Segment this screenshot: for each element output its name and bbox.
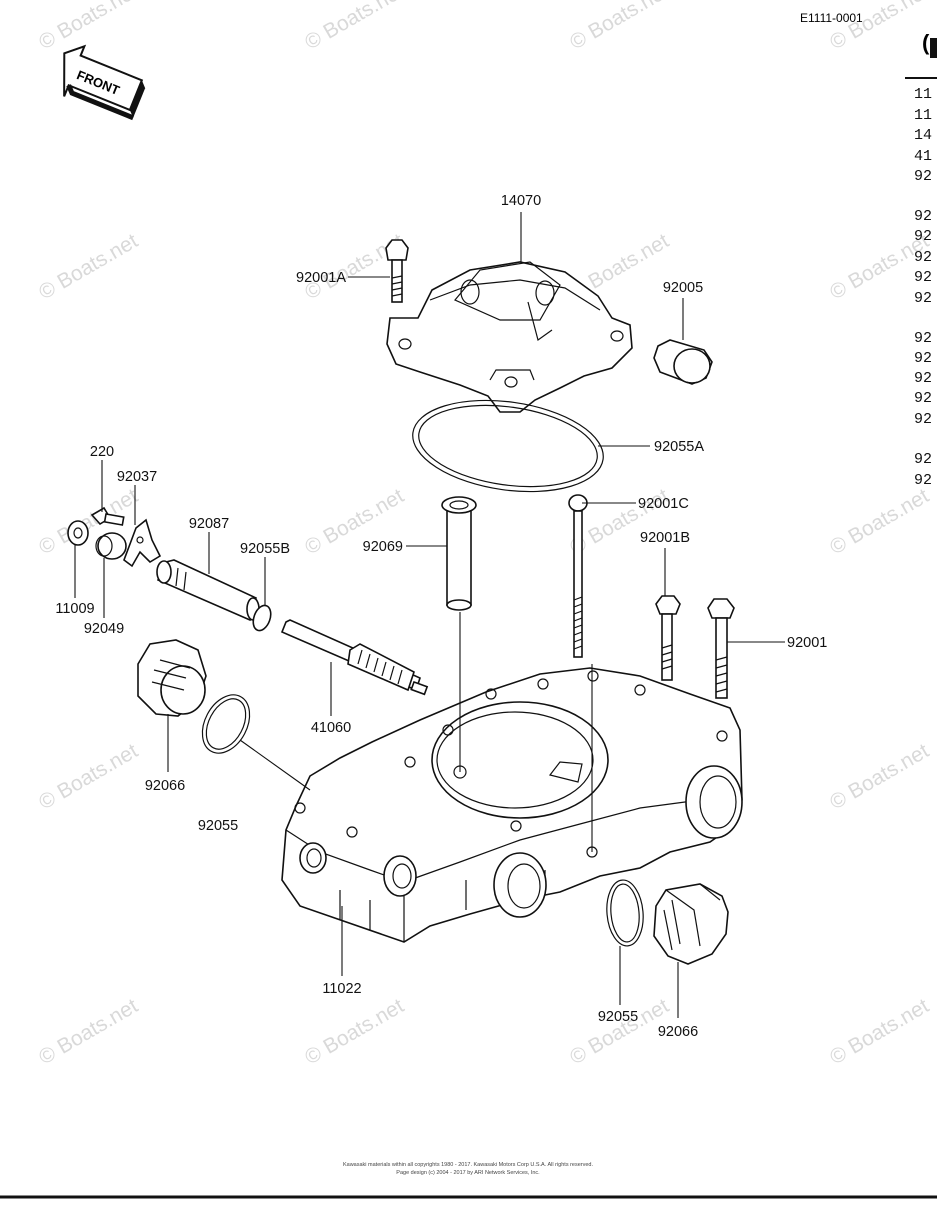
watermark: © Boats.net	[826, 0, 933, 54]
plug-92066-left	[137, 639, 207, 717]
side-column-entry: 92	[914, 249, 932, 266]
part-label-14070: 14070	[501, 193, 541, 209]
bolt-92001	[707, 598, 735, 699]
side-column-entry: 14	[914, 127, 932, 144]
bolt-92001B	[655, 595, 681, 681]
bolt-92001C	[568, 494, 588, 658]
sleeve-92087	[156, 559, 260, 622]
oring-92055-left	[201, 694, 251, 754]
cover-14070	[386, 261, 633, 413]
diagram-id: E1111-0001	[800, 11, 863, 25]
side-column-entry: 92	[914, 411, 932, 428]
leader-lines	[74, 212, 785, 1018]
watermark: © Boats.net	[35, 229, 142, 304]
crankcase-11022	[281, 667, 743, 943]
side-column-entry: 92	[914, 472, 932, 489]
part-label-92069: 92069	[363, 539, 403, 555]
part-label-92055-left: 92055	[198, 818, 238, 834]
part-label-92066-right: 92066	[658, 1024, 698, 1040]
side-column-entry: 92	[914, 370, 932, 387]
seal-92049	[95, 532, 127, 560]
side-column-entry: 92	[914, 269, 932, 286]
footer-page-design: Page design (c) 2004 - 2017 by ARI Netwo…	[396, 1170, 540, 1176]
oring-92055A	[412, 399, 604, 493]
side-column-entry: 92	[914, 208, 932, 225]
screw-220	[90, 506, 125, 526]
side-column-entry: 92	[914, 330, 932, 347]
part-label-11022: 11022	[322, 981, 361, 997]
side-column-entry: 41	[914, 148, 932, 165]
washer-11009	[67, 520, 89, 546]
watermark: © Boats.net	[826, 739, 933, 814]
side-column-entry: 92	[914, 228, 932, 245]
footer: Kawasaki materials within all copyrights…	[0, 1162, 937, 1199]
part-label-11009: 11009	[55, 601, 94, 617]
side-column-entry: 92	[914, 451, 932, 468]
part-label-220: 220	[90, 444, 114, 460]
footer-copyright: Kawasaki materials within all copyrights…	[343, 1162, 594, 1168]
watermark: © Boats.net	[35, 0, 142, 54]
side-column-entry: 11	[914, 86, 932, 103]
side-cut-glyph: (	[922, 30, 930, 55]
clamp-92037	[123, 518, 162, 568]
side-column-entry: 92	[914, 290, 932, 307]
part-label-92049: 92049	[84, 621, 124, 637]
bolt-92001A	[385, 239, 409, 303]
pin-92069	[441, 496, 477, 611]
watermark: © Boats.net	[301, 994, 408, 1069]
part-label-92037: 92037	[117, 469, 157, 485]
shaft-41060	[280, 619, 429, 696]
part-label-92055B: 92055B	[240, 541, 290, 557]
part-label-92066-left: 92066	[145, 778, 185, 794]
part-label-92005: 92005	[663, 280, 703, 296]
part-label-92001B: 92001B	[640, 530, 690, 546]
side-column-entry: 92	[914, 350, 932, 367]
plug-92005	[653, 339, 713, 385]
part-label-92001: 92001	[787, 635, 827, 651]
side-column-entry: 92	[914, 390, 932, 407]
side-column-entry: 92	[914, 168, 932, 185]
watermark: © Boats.net	[35, 994, 142, 1069]
part-label-41060: 41060	[311, 720, 351, 736]
watermark: © Boats.net	[35, 739, 142, 814]
part-label-92001A: 92001A	[296, 270, 346, 286]
watermark: © Boats.net	[826, 994, 933, 1069]
plug-92066-right	[653, 883, 729, 965]
side-column-entry: 11	[914, 107, 932, 124]
side-cut-bar	[930, 38, 937, 58]
front-arrow-badge: FRONT	[63, 44, 146, 121]
part-label-92001C: 92001C	[638, 496, 689, 512]
part-label-92055-right: 92055	[598, 1009, 638, 1025]
side-parts-column: ( 11 11 14 41 92 92 92 92 92 92 92 92 92 92 92 92 92	[905, 30, 937, 489]
part-number-labels: 14070 92001A 92005 92055A 220 92037 9208…	[55, 193, 827, 1040]
watermark: © Boats.net	[826, 484, 933, 559]
watermark: © Boats.net	[301, 0, 408, 54]
watermark: © Boats.net	[566, 0, 673, 54]
part-label-92087: 92087	[189, 516, 229, 532]
oring-92055B	[252, 604, 272, 632]
part-label-92055A: 92055A	[654, 439, 704, 455]
oring-92055-right	[606, 879, 644, 947]
